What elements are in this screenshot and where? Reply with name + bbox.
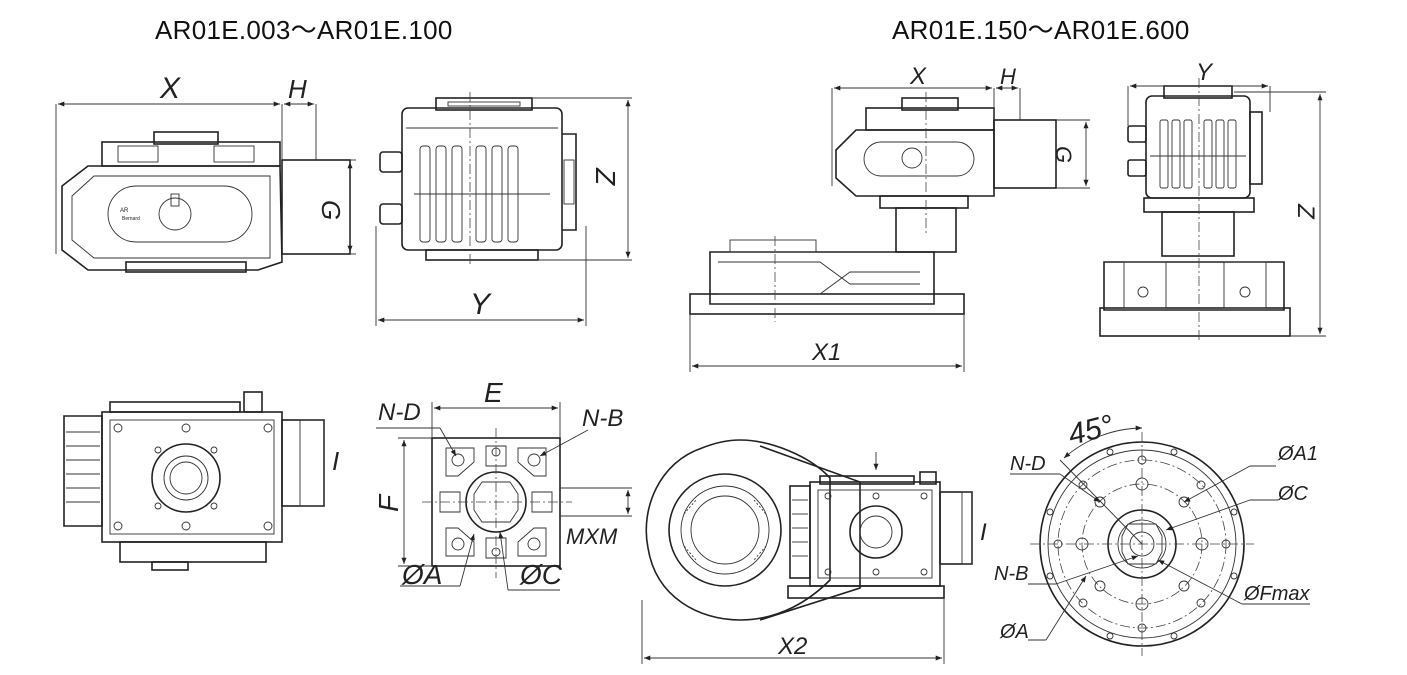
svg-text:AR: AR — [120, 208, 129, 214]
dim-mxm-label: MXM — [566, 524, 618, 549]
small-actuator-side-view — [375, 92, 632, 326]
base-phi-c-label: ØC — [1277, 483, 1309, 505]
large-actuator-side-view — [1099, 78, 1326, 342]
angle-45-label: 45° — [1065, 409, 1117, 452]
dim-g-large-label: G — [1051, 146, 1076, 163]
dim-h-large-label: H — [1000, 64, 1016, 89]
flange-phi-a-label: ØA — [401, 559, 442, 590]
dim-z-label: Z — [590, 167, 621, 186]
flange-nd-label: N-D — [378, 399, 421, 426]
base-nb-label: N-B — [994, 563, 1028, 585]
dim-y-large-label: Y — [1196, 59, 1214, 86]
dim-e-label: E — [484, 377, 503, 408]
title-large-models: AR01E.150～AR01E.600 — [892, 15, 1190, 45]
dim-z-large-label: Z — [1292, 203, 1319, 220]
dim-y-label: Y — [470, 288, 492, 321]
base-phi-a1-label: ØA1 — [1277, 443, 1318, 465]
base-flange-bottom-view — [1010, 425, 1310, 656]
large-gearbox-top-view — [641, 439, 973, 664]
base-nd-label: N-D — [1010, 453, 1046, 475]
large-actuator-front-view — [689, 85, 1090, 372]
dim-h-label: H — [288, 74, 307, 104]
small-actuator-top-view — [63, 391, 325, 571]
dim-x1-label: X1 — [811, 339, 841, 366]
title-small-models: AR01E.003～AR01E.100 — [155, 15, 453, 45]
dim-i-label: I — [332, 446, 339, 476]
flange-phi-c-label: ØC — [519, 559, 563, 590]
dim-i-large-label: I — [980, 519, 987, 546]
dim-x-label: X — [159, 72, 181, 105]
svg-text:Bernard: Bernard — [122, 216, 140, 222]
dim-g-label: G — [316, 200, 346, 220]
base-phi-fmax-label: ØFmax — [1243, 583, 1311, 605]
flange-detail-view — [376, 402, 632, 591]
base-phi-a-label: ØA — [999, 621, 1029, 643]
small-actuator-front-view: AR Bernard — [55, 101, 356, 273]
flange-nb-label: N-B — [582, 405, 623, 432]
dim-x-large-label: X — [909, 63, 927, 90]
dim-f-label: F — [373, 493, 404, 512]
dim-x2-label: X2 — [777, 633, 807, 660]
